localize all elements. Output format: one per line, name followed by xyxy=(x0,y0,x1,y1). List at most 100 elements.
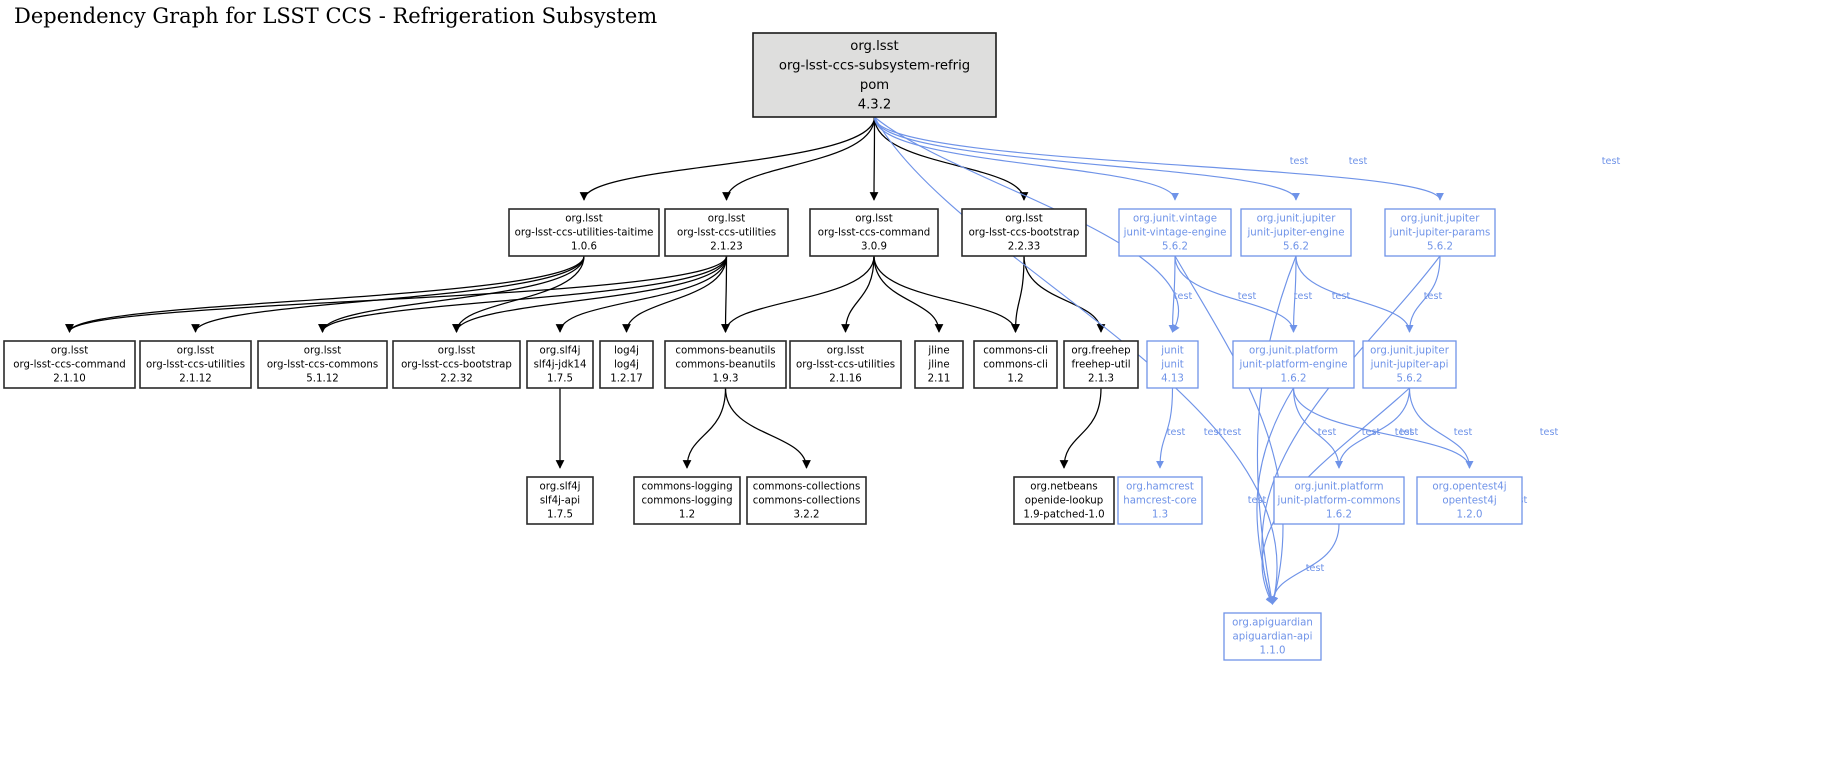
node-box-junit-413[interactable] xyxy=(1146,340,1199,389)
node-box-utilities-2123[interactable] xyxy=(664,208,789,257)
node-box-root[interactable] xyxy=(752,32,997,118)
node-text-utilities-2112-line-0: org.lsst xyxy=(177,345,214,356)
node-box-slf4j-jdk14[interactable] xyxy=(526,340,594,389)
edge-label-test: test xyxy=(1223,427,1242,438)
node-box-openide-lookup[interactable] xyxy=(1013,476,1115,525)
node-text-junit-vintage-engine-line-2: 5.6.2 xyxy=(1162,242,1188,253)
node-box-command-309[interactable] xyxy=(809,208,939,257)
node-utilities-taitime[interactable]: org.lsstorg-lsst-ccs-utilities-taitime1.… xyxy=(508,208,660,257)
node-box-hamcrest-core[interactable] xyxy=(1117,476,1203,525)
node-box-junit-jupiter-engine[interactable] xyxy=(1240,208,1352,257)
node-utilities-2112[interactable]: org.lsst org-lsst-ccs-utilities 2.1.12 xyxy=(139,340,252,389)
node-box-junit-platform-engine[interactable] xyxy=(1232,340,1355,389)
edge-utilities-2123-to-slf4j-jdk14 xyxy=(555,255,728,333)
node-box-apiguardian-api[interactable] xyxy=(1223,612,1322,661)
node-text-root-line-3: 4.3.2 xyxy=(858,97,892,112)
node-text-command-2110-line-2: 2.1.10 xyxy=(53,374,85,385)
node-root[interactable]: org.lsstorg-lsst-ccs-subsystem-refrigpom… xyxy=(752,32,997,118)
edge-label-test: test xyxy=(1454,427,1473,438)
node-box-jline[interactable] xyxy=(914,340,964,389)
node-box-junit-jupiter-params[interactable] xyxy=(1384,208,1496,257)
node-text-utilities-2112-line-1: org-lsst-ccs-utilities xyxy=(146,360,245,371)
node-junit-jupiter-params[interactable]: org.junit.jupiterjunit-jupiter-params5.6… xyxy=(1384,208,1496,257)
node-box-commons-5112[interactable] xyxy=(257,340,388,389)
node-box-junit-vintage-engine[interactable] xyxy=(1118,208,1232,257)
node-junit-platform-commons[interactable]: org.junit.platformjunit-platform-commons… xyxy=(1273,476,1405,525)
edge-junit-jupiter-api-to-opentest4j xyxy=(1408,387,1474,469)
node-box-junit-platform-commons[interactable] xyxy=(1273,476,1405,525)
node-text-junit-jupiter-engine-line-2: 5.6.2 xyxy=(1283,242,1309,253)
node-box-utilities-2112[interactable] xyxy=(139,340,252,389)
edge-junit-vintage-engine-to-junit-413 xyxy=(1168,255,1177,333)
node-text-hamcrest-core-line-2: 1.3 xyxy=(1152,510,1168,521)
node-text-junit-jupiter-api-line-2: 5.6.2 xyxy=(1397,374,1423,385)
edge-label-test: test xyxy=(1424,291,1443,302)
node-box-commons-logging[interactable] xyxy=(633,476,741,525)
node-box-command-2110[interactable] xyxy=(3,340,136,389)
node-commons-collections[interactable]: commons-collectionscommons-collections3.… xyxy=(746,476,867,525)
node-junit-vintage-engine[interactable]: org.junit.vintagejunit-vintage-engine5.6… xyxy=(1118,208,1232,257)
node-text-utilities-2112-line-2: 2.1.12 xyxy=(179,374,211,385)
node-junit-jupiter-engine[interactable]: org.junit.jupiterjunit-jupiter-engine5.6… xyxy=(1240,208,1352,257)
node-box-commons-cli[interactable] xyxy=(973,340,1058,389)
node-text-log4j-line-0: log4j xyxy=(614,345,639,356)
node-text-junit-jupiter-engine-line-1: junit-jupiter-engine xyxy=(1246,228,1344,239)
edge-junit-vintage-engine-to-apiguardian-api xyxy=(1174,255,1284,605)
edge-label-test: test xyxy=(1332,291,1351,302)
node-text-bootstrap-2233-line-0: org.lsst xyxy=(1005,213,1042,224)
edge-label-test: test xyxy=(1174,291,1193,302)
node-box-opentest4j[interactable] xyxy=(1416,476,1523,525)
node-text-bootstrap-2232-line-0: org.lsst xyxy=(438,345,475,356)
node-box-slf4j-api[interactable] xyxy=(526,476,594,525)
edge-label-test: test xyxy=(1248,495,1267,506)
node-text-junit-jupiter-params-line-0: org.junit.jupiter xyxy=(1401,213,1481,224)
node-box-bootstrap-2232[interactable] xyxy=(392,340,521,389)
edge-label-test: test xyxy=(1290,156,1309,167)
node-box-log4j[interactable] xyxy=(599,340,654,389)
edge-junit-platform-engine-to-apiguardian-api xyxy=(1256,387,1294,605)
node-junit-platform-engine[interactable]: org.junit.platformjunit-platform-engine1… xyxy=(1232,340,1355,389)
node-text-openide-lookup-line-0: org.netbeans xyxy=(1030,481,1097,492)
node-box-commons-collections[interactable] xyxy=(746,476,867,525)
node-box-utilities-2116[interactable] xyxy=(789,340,902,389)
node-box-commons-beanutils[interactable] xyxy=(664,340,787,389)
edge-junit-vintage-engine-to-junit-platform-engine xyxy=(1174,255,1298,333)
node-box-junit-jupiter-api[interactable] xyxy=(1362,340,1457,389)
node-box-freehep-util[interactable] xyxy=(1063,340,1139,389)
edge-root-to-junit-vintage-engine xyxy=(873,116,1179,201)
node-text-commons-cli-line-0: commons-cli xyxy=(983,345,1048,356)
node-text-commons-logging-line-0: commons-logging xyxy=(641,481,732,492)
node-text-command-2110-line-1: org-lsst-ccs-command xyxy=(13,360,126,371)
node-text-apiguardian-api-line-1: apiguardian-api xyxy=(1233,632,1313,643)
node-box-utilities-taitime[interactable] xyxy=(508,208,660,257)
node-text-junit-413-line-1: junit xyxy=(1160,360,1184,371)
node-box-bootstrap-2233[interactable] xyxy=(961,208,1087,257)
edge-label-test: test xyxy=(1318,427,1337,438)
edge-layer xyxy=(65,116,1474,605)
node-text-commons-cli-line-2: 1.2 xyxy=(1007,374,1023,385)
node-text-commons-beanutils-line-1: commons-beanutils xyxy=(675,360,775,371)
edge-command-309-to-commons-cli xyxy=(873,255,1020,333)
node-text-jline-line-2: 2.11 xyxy=(928,374,951,385)
node-openide-lookup[interactable]: org.netbeansopenide-lookup1.9-patched-1.… xyxy=(1013,476,1115,525)
